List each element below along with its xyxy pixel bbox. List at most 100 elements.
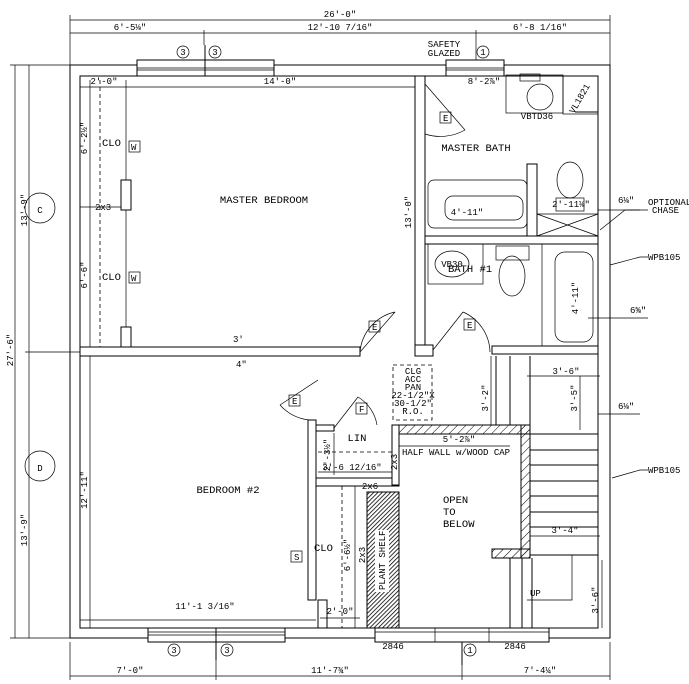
dim-bottom-right: 7'-4¼" — [524, 666, 556, 676]
wpb-note-2: WPB105 — [648, 466, 680, 476]
doors — [279, 83, 491, 429]
stair-dimensions: 3'-6" 3'-5" 3'-2" 3'-4" 3'-6" — [481, 356, 603, 628]
stair-dim: 3'-2" — [481, 384, 491, 411]
door-tags: E E E E F W W S — [128, 111, 476, 563]
closet-label: CLO — [102, 138, 121, 150]
hall-dim: 3' — [233, 335, 244, 345]
wpb-note-1: WPB105 — [648, 253, 680, 263]
dim-bedroom2-depth: 12'-11" — [80, 471, 90, 509]
dim-closet-2: 6'-6" — [80, 261, 90, 288]
bottom-windows — [147, 627, 550, 665]
dim-overall-depth: 27'-6" — [6, 334, 16, 366]
pan-line: ACC — [405, 375, 422, 385]
dim-closet-1: 6'-2½" — [80, 122, 90, 154]
tub-2-dim: 4'-11" — [571, 282, 581, 314]
stair-dim: 3'-6" — [552, 367, 579, 377]
optional-note: OPTIONAL — [648, 198, 689, 208]
window-tags-top: 3 3 1 — [176, 45, 490, 59]
window-tag: 1 — [480, 48, 485, 58]
interior-walls — [79, 75, 599, 629]
half-wall-dim: 5'-2⅞" — [443, 435, 475, 445]
bedroom2-width-dim: 11'-1 3/16" — [175, 602, 234, 612]
dim-top-center: 12'-10 7/16" — [308, 23, 373, 33]
dim-top-right: 6'-8 1/16" — [513, 23, 567, 33]
pan-line: CLG — [405, 367, 421, 377]
window-label: 2846 — [382, 642, 404, 652]
stair-up-label: UP — [530, 589, 541, 599]
stud-label: 2x3 — [390, 454, 400, 470]
window-tag: 1 — [467, 646, 472, 656]
window-tag: 3 — [212, 48, 217, 58]
stair-dim: 3'-5" — [570, 384, 580, 411]
window-tag: 3 — [180, 48, 185, 58]
hall-dim: 4" — [236, 360, 247, 370]
bath-fixtures — [427, 73, 599, 347]
dim-inner-14: 14'-0" — [264, 77, 296, 87]
door-tag: F — [359, 405, 364, 415]
top-dimensions: 26'-0" 6'-5⅛" 12'-10 7/16" 6'-8 1/16" 14… — [69, 10, 611, 88]
room-master-bath: MASTER BATH — [441, 143, 510, 155]
linen-cabinet-label: VL1821 — [568, 82, 593, 115]
vanity-b-label: VB30 — [441, 260, 463, 270]
half-wall — [398, 424, 531, 559]
open-to-below-3: BELOW — [443, 519, 475, 531]
shelf-tag: S — [294, 553, 299, 563]
safety-note: SAFETY — [428, 40, 461, 50]
dim-gap-3: 6⅛" — [618, 402, 634, 412]
pan-line: 30-1/2" — [394, 399, 432, 409]
pan-line: 22-1/2"X — [391, 391, 435, 401]
left-dimensions: 27'-6" 13'-9" 13'-9" C D 6'-2½" 6'-6" 2x… — [6, 64, 111, 639]
closet-label: CLO — [314, 543, 333, 555]
pan-line: PAN — [405, 383, 421, 393]
closet-height-dim: 6'-6½" — [343, 539, 353, 571]
stud-label: 2x3 — [358, 547, 368, 563]
door-tag: E — [467, 321, 472, 331]
stairs: UP — [495, 356, 598, 628]
room-labels: MASTER BEDROOM MASTER BATH BATH #1 BEDRO… — [102, 138, 511, 555]
window-tag: 3 — [171, 646, 176, 656]
room-bath-1: BATH #1 — [448, 264, 492, 276]
bottom-dimensions: 7'-0" 11'-7¾" 7'-4¼" 3 3 1 2846 2846 — [69, 642, 611, 680]
glazed-note: GLAZED — [428, 49, 460, 59]
tub-1-dim: 4'-11" — [451, 208, 483, 218]
plant-shelf-text: PLANT SHELF — [375, 530, 389, 592]
toilet-dim: 2'-11⅛" — [552, 200, 590, 210]
stair-dim: 3'-6" — [591, 586, 601, 613]
grid-marker-d: D — [37, 464, 42, 474]
bath-wall-dim: 13'-0" — [404, 196, 414, 228]
grid-marker-c: C — [37, 206, 43, 216]
chase-note: CHASE — [652, 206, 679, 216]
plant-shelf-label: PLANT SHELF — [378, 531, 388, 590]
header-label: 2x6 — [362, 482, 378, 492]
room-linen: LIN — [348, 433, 367, 445]
wardrobe-tag: W — [131, 143, 137, 153]
dim-overall-width: 26'-0" — [324, 10, 356, 20]
dim-bottom-left: 7'-0" — [116, 666, 143, 676]
dim-gap-2: 6⅝" — [630, 306, 646, 316]
dim-inner-8: 8'-2⅞" — [468, 77, 500, 87]
half-wall-labels: 5'-2⅞" HALF WALL w/WOOD CAP — [399, 435, 510, 458]
room-bedroom-2: BEDROOM #2 — [196, 485, 259, 497]
dim-top-left: 6'-5⅛" — [114, 23, 146, 33]
right-notes: 6⅛" OPTIONAL CHASE WPB105 6⅝" 6⅛" WPB105 — [588, 196, 689, 479]
dim-gap-1: 6⅛" — [618, 196, 634, 206]
stair-dim: 3'-4" — [551, 526, 578, 536]
wardrobe-tag: W — [131, 274, 137, 284]
bedroom2-dimensions: 2'-3½" 3'-6 12/16" 2x3 2x6 6'-6½" 2x3 11… — [80, 335, 400, 628]
stud-label: 2x3 — [95, 203, 111, 213]
dim-lower-depth: 13'-9" — [20, 514, 30, 546]
closet-label: CLO — [102, 272, 121, 284]
room-master-bedroom: MASTER BEDROOM — [220, 195, 308, 207]
dim-inner-2: 2'-0" — [90, 77, 117, 87]
door-tag: E — [443, 114, 448, 124]
window-tag: 3 — [224, 646, 229, 656]
pan-line: R.O. — [402, 407, 424, 417]
door-tag: E — [292, 397, 297, 407]
ceiling-access-pan: CLG ACC PAN 22-1/2"X 30-1/2" R.O. — [391, 364, 435, 421]
window-label: 2846 — [504, 642, 526, 652]
top-windows — [136, 45, 505, 77]
linen-width-dim: 3'-6 12/16" — [322, 463, 381, 473]
open-to-below-2: TO — [443, 507, 456, 519]
linen-height-dim: 2'-3½" — [323, 439, 333, 471]
